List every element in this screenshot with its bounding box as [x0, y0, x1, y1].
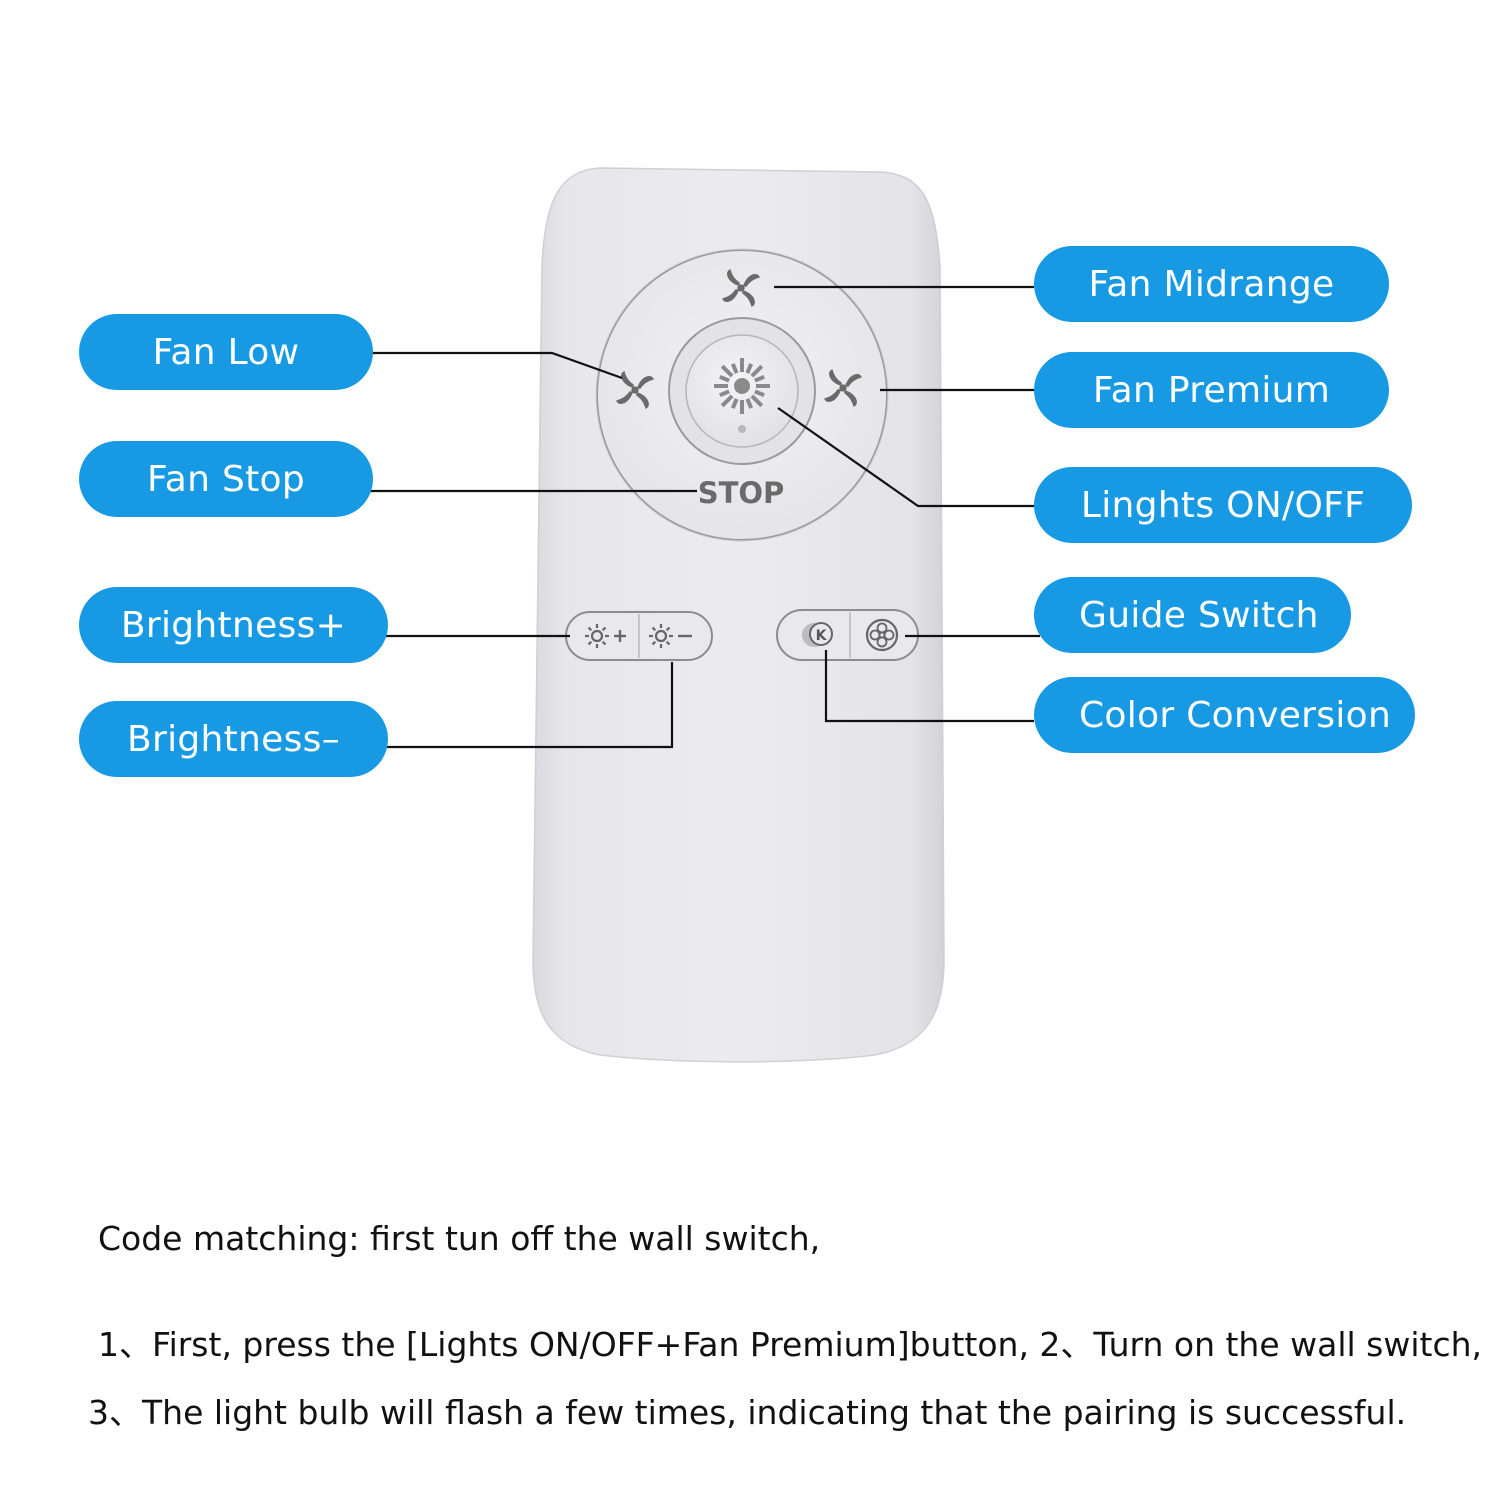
k-icon: K — [816, 628, 828, 644]
callout-fan-midrange: Fan Midrange — [1034, 246, 1389, 322]
callout-fan-stop: Fan Stop — [79, 441, 373, 517]
color-conversion-button[interactable]: K — [802, 623, 832, 647]
guide-switch-button[interactable] — [867, 620, 897, 650]
callout-brightness-minus: Brightness– — [79, 701, 388, 777]
stop-button[interactable]: STOP — [698, 476, 785, 510]
instructions-step-3: 3、The light bulb will flash a few times,… — [88, 1386, 1406, 1434]
callout-lights-on-off: Linghts ON/OFF — [1034, 467, 1412, 543]
callout-guide-switch: Guide Switch — [1034, 577, 1351, 653]
callout-fan-low: Fan Low — [79, 314, 373, 390]
instructions-step-1-2: 1、First, press the [Lights ON/OFF+Fan Pr… — [98, 1318, 1482, 1366]
callout-fan-premium: Fan Premium — [1034, 352, 1389, 428]
callout-brightness-plus: Brightness+ — [79, 587, 388, 663]
instructions-intro: Code matching: first tun off the wall sw… — [98, 1219, 820, 1258]
light-burst-icon — [714, 358, 770, 414]
callout-color-conversion: Color Conversion — [1034, 677, 1415, 753]
